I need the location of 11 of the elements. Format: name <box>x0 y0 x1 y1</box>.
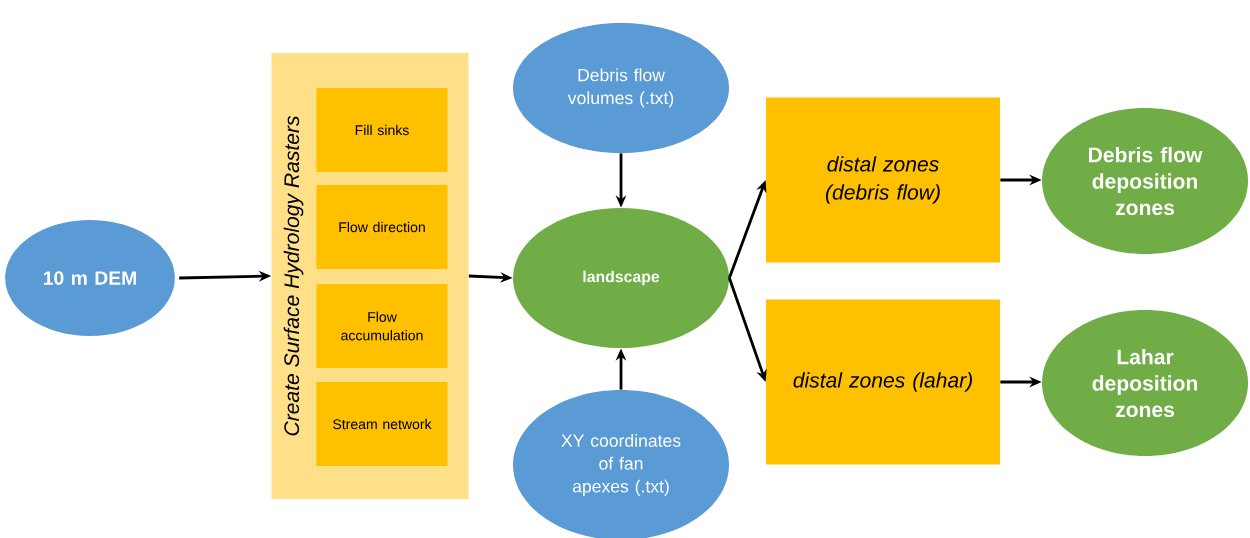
ellipse-node: Debris flow volumes (.txt) <box>513 23 729 153</box>
process-box: Fill sinks <box>316 88 448 172</box>
process-box: distal zones (lahar) <box>766 299 1000 465</box>
ellipse-node: landscape <box>513 208 729 348</box>
ellipse-node: Debris flow deposition zones <box>1042 108 1248 254</box>
process-box: distal zones (debris flow) <box>766 97 1000 263</box>
process-box: Flow direction <box>316 185 448 269</box>
process-box: Flow accumulation <box>316 284 448 368</box>
ellipse-node: Lahar deposition zones <box>1042 310 1248 456</box>
ellipse-node: 10 m DEM <box>5 220 175 336</box>
process-box: Stream network <box>316 382 448 466</box>
